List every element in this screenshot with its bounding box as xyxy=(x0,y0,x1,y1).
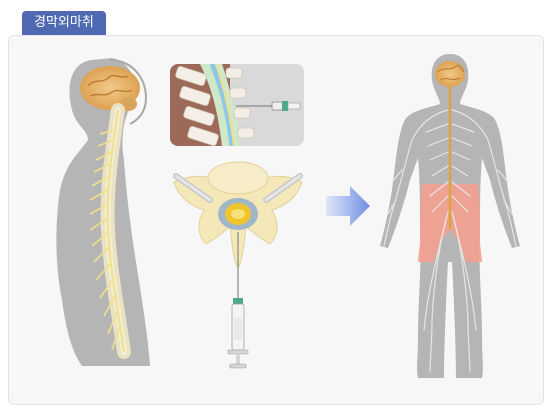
section-title: 경막외마취 xyxy=(34,15,94,30)
section-title-tab: 경막외마취 xyxy=(22,11,106,35)
nervous-system-front xyxy=(383,84,517,373)
spinal-column-side xyxy=(100,103,131,359)
spinal-nerves-side xyxy=(89,129,121,351)
syringe xyxy=(227,232,249,369)
needle-inset xyxy=(236,101,301,111)
right-arrow-icon xyxy=(326,186,370,226)
brain-side xyxy=(80,66,140,111)
spine-needle-inset xyxy=(170,64,304,146)
brain-front xyxy=(435,61,465,87)
vertebra-cross-section xyxy=(173,161,303,269)
